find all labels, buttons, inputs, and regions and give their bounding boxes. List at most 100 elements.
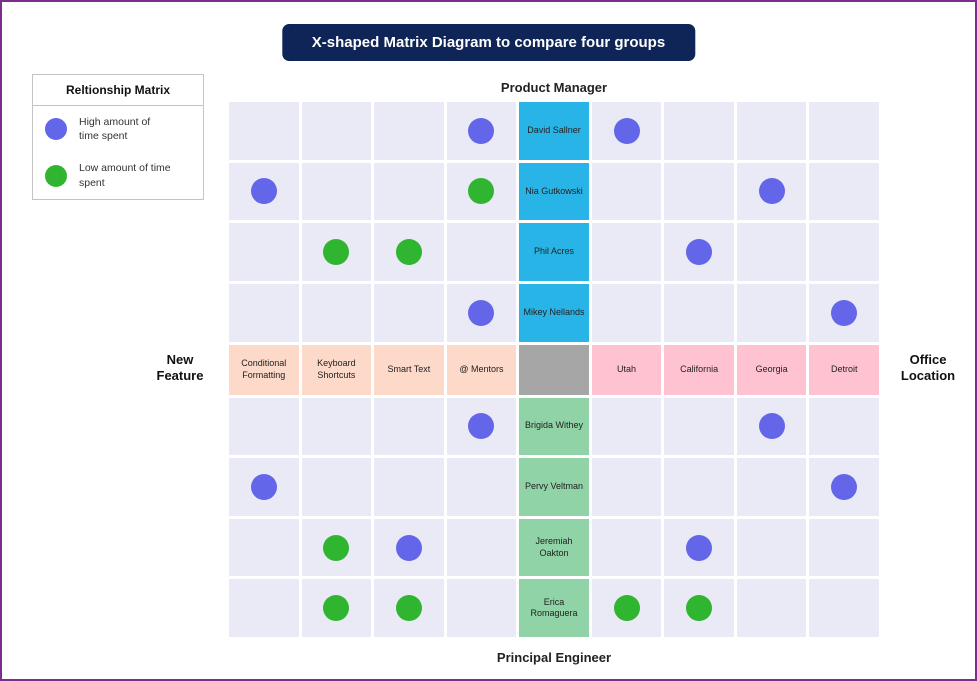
matrix-cell [374,579,444,637]
legend-item-label: High amount of time spent [79,116,151,143]
matrix-cell [446,397,517,456]
location-cell: Detroit [809,344,879,395]
matrix-cell [446,579,517,637]
matrix-cell [301,223,372,281]
cell-label: Conditional Formatting [241,357,287,380]
feature-cell: @ Mentors [446,344,517,395]
matrix-cell [591,518,662,577]
matrix-cell [591,223,662,281]
matrix-cell [374,458,444,516]
matrix-cell [664,162,734,221]
high-dot [613,117,640,144]
matrix-cell [229,283,299,342]
low-dot-icon [45,164,67,187]
matrix-cell [229,518,299,577]
feature-cell: Smart Text [374,344,444,395]
matrix-cell [229,102,299,160]
low-dot [468,178,495,205]
high-dot [758,178,785,205]
matrix-cell [809,518,879,577]
cell-label: Keyboard Shortcuts [317,357,356,380]
cell-label: Phil Acres [533,246,574,257]
location-cell: Georgia [736,344,807,395]
matrix-cell [664,397,734,456]
matrix-cell [446,162,517,221]
matrix-cell [809,397,879,456]
matrix-cell [664,223,734,281]
matrix-cell [664,283,734,342]
matrix-cell [736,518,807,577]
low-dot [686,595,713,622]
matrix-cell [301,283,372,342]
high-dot [468,117,495,144]
feature-cell: Conditional Formatting [229,344,299,395]
high-dot [831,473,858,500]
high-dot [758,413,785,440]
matrix-cell [374,223,444,281]
high-dot [468,413,495,440]
engineer-cell: Pervy Veltman [519,458,589,516]
matrix-cell [446,223,517,281]
matrix-cell [374,397,444,456]
engineer-cell: Brigida Withey [519,397,589,456]
cell-label: Erica Romaguera [530,596,578,619]
matrix-cell [374,283,444,342]
high-dot-icon [45,118,67,141]
high-dot [395,534,422,561]
matrix-cell [809,458,879,516]
matrix-cell [809,283,879,342]
manager-cell: David Sallner [519,102,589,160]
high-dot [250,178,277,205]
matrix-cell [809,102,879,160]
cell-label: Georgia [755,363,788,374]
matrix-cell [591,102,662,160]
matrix-cell [446,458,517,516]
matrix-cell [591,458,662,516]
cell-label: California [680,363,719,374]
manager-cell: Nia Gutkowski [519,162,589,221]
low-dot [323,595,350,622]
legend-item: High amount of time spent [33,106,203,152]
matrix-cell [664,102,734,160]
high-dot [686,239,713,266]
matrix-cell [301,579,372,637]
matrix-cell [229,223,299,281]
cell-label: Smart Text [387,363,431,374]
high-dot [250,473,277,500]
axis-label-bottom: Principal Engineer [496,650,612,665]
location-cell: California [664,344,734,395]
engineer-cell: Jeremiah Oakton [519,518,589,577]
matrix-cell [736,458,807,516]
matrix-cell [446,518,517,577]
matrix-cell [736,102,807,160]
center-cell [519,344,589,395]
low-dot [323,534,350,561]
matrix-cell [591,283,662,342]
matrix-cell [736,162,807,221]
legend-title: Reltionship Matrix [33,75,203,106]
matrix-cell [301,162,372,221]
matrix-cell [229,458,299,516]
low-dot [395,595,422,622]
high-dot [831,299,858,326]
matrix-cell [301,397,372,456]
engineer-cell: Erica Romaguera [519,579,589,637]
manager-cell: Mikey Nellands [519,283,589,342]
cell-label: Nia Gutkowski [525,185,583,196]
feature-cell: Keyboard Shortcuts [301,344,372,395]
matrix-cell [374,162,444,221]
cell-label: Pervy Veltman [524,481,583,492]
matrix-cell [664,458,734,516]
matrix-cell [736,223,807,281]
legend: Reltionship Matrix High amount of time s… [32,74,204,200]
axis-label-left: New Feature [156,352,204,384]
matrix-cell [809,162,879,221]
diagram-title: X-shaped Matrix Diagram to compare four … [281,24,696,61]
matrix-cell [591,162,662,221]
low-dot [323,239,350,266]
matrix-cell [591,579,662,637]
matrix-cell [809,579,879,637]
cell-label: @ Mentors [459,363,504,374]
legend-item: Low amount of time spent [33,152,203,198]
